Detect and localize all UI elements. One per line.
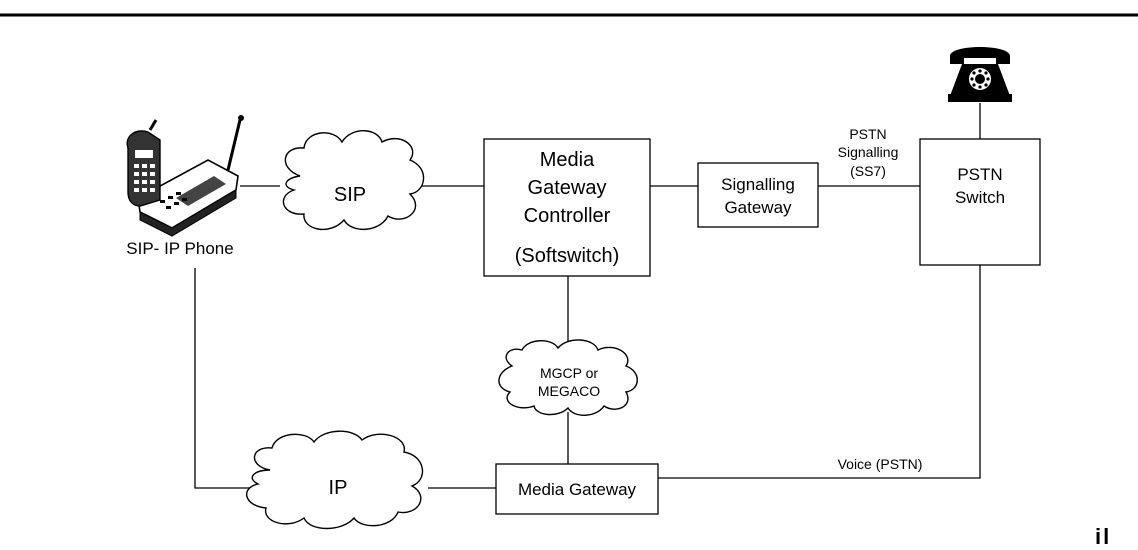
pstn-switch-line-1: PSTN bbox=[957, 165, 1002, 184]
footer-mark: il bbox=[1095, 524, 1112, 549]
pstn-switch-line-2: Switch bbox=[955, 188, 1005, 207]
cordless-phone-icon bbox=[126, 115, 244, 237]
connectors bbox=[194, 103, 981, 489]
edge-phone-ip bbox=[194, 268, 250, 489]
pstn-signalling-line-2: Signalling bbox=[838, 144, 899, 160]
sip-cloud-label: SIP bbox=[334, 184, 366, 206]
mgc-box: Media Gateway Controller (Softswitch) bbox=[483, 138, 651, 277]
media-gateway-box: Media Gateway bbox=[495, 463, 659, 515]
voice-pstn-label: Voice (PSTN) bbox=[838, 456, 923, 472]
pstn-signalling-label: PSTN Signalling (SS7) bbox=[838, 126, 899, 179]
ip-cloud-label: IP bbox=[329, 477, 348, 499]
rotary-telephone-icon bbox=[948, 47, 1012, 102]
sg-line-2: Gateway bbox=[724, 198, 792, 217]
mgc-line-2: Gateway bbox=[528, 177, 607, 199]
pstn-signalling-line-3: (SS7) bbox=[850, 163, 886, 179]
pstn-switch-box: PSTN Switch bbox=[919, 138, 1041, 266]
ip-cloud: IP bbox=[246, 430, 424, 530]
sip-cloud: SIP bbox=[282, 130, 425, 231]
sip-phone-label: SIP- IP Phone bbox=[126, 239, 233, 258]
mgcp-cloud-line-2: MEGACO bbox=[538, 383, 600, 399]
mgc-line-1: Media bbox=[540, 149, 595, 171]
pstn-signalling-line-1: PSTN bbox=[849, 126, 886, 142]
mgc-line-4: (Softswitch) bbox=[515, 245, 619, 267]
mgcp-cloud-line-1: MGCP or bbox=[540, 365, 598, 381]
mgcp-cloud: MGCP or MEGACO bbox=[498, 339, 638, 416]
mgc-line-3: Controller bbox=[524, 205, 611, 227]
sg-line-1: Signalling bbox=[721, 175, 795, 194]
signalling-gateway-box: Signalling Gateway bbox=[697, 162, 819, 228]
edge-mg-pstn-voice bbox=[658, 265, 981, 479]
media-gateway-label: Media Gateway bbox=[518, 480, 637, 499]
